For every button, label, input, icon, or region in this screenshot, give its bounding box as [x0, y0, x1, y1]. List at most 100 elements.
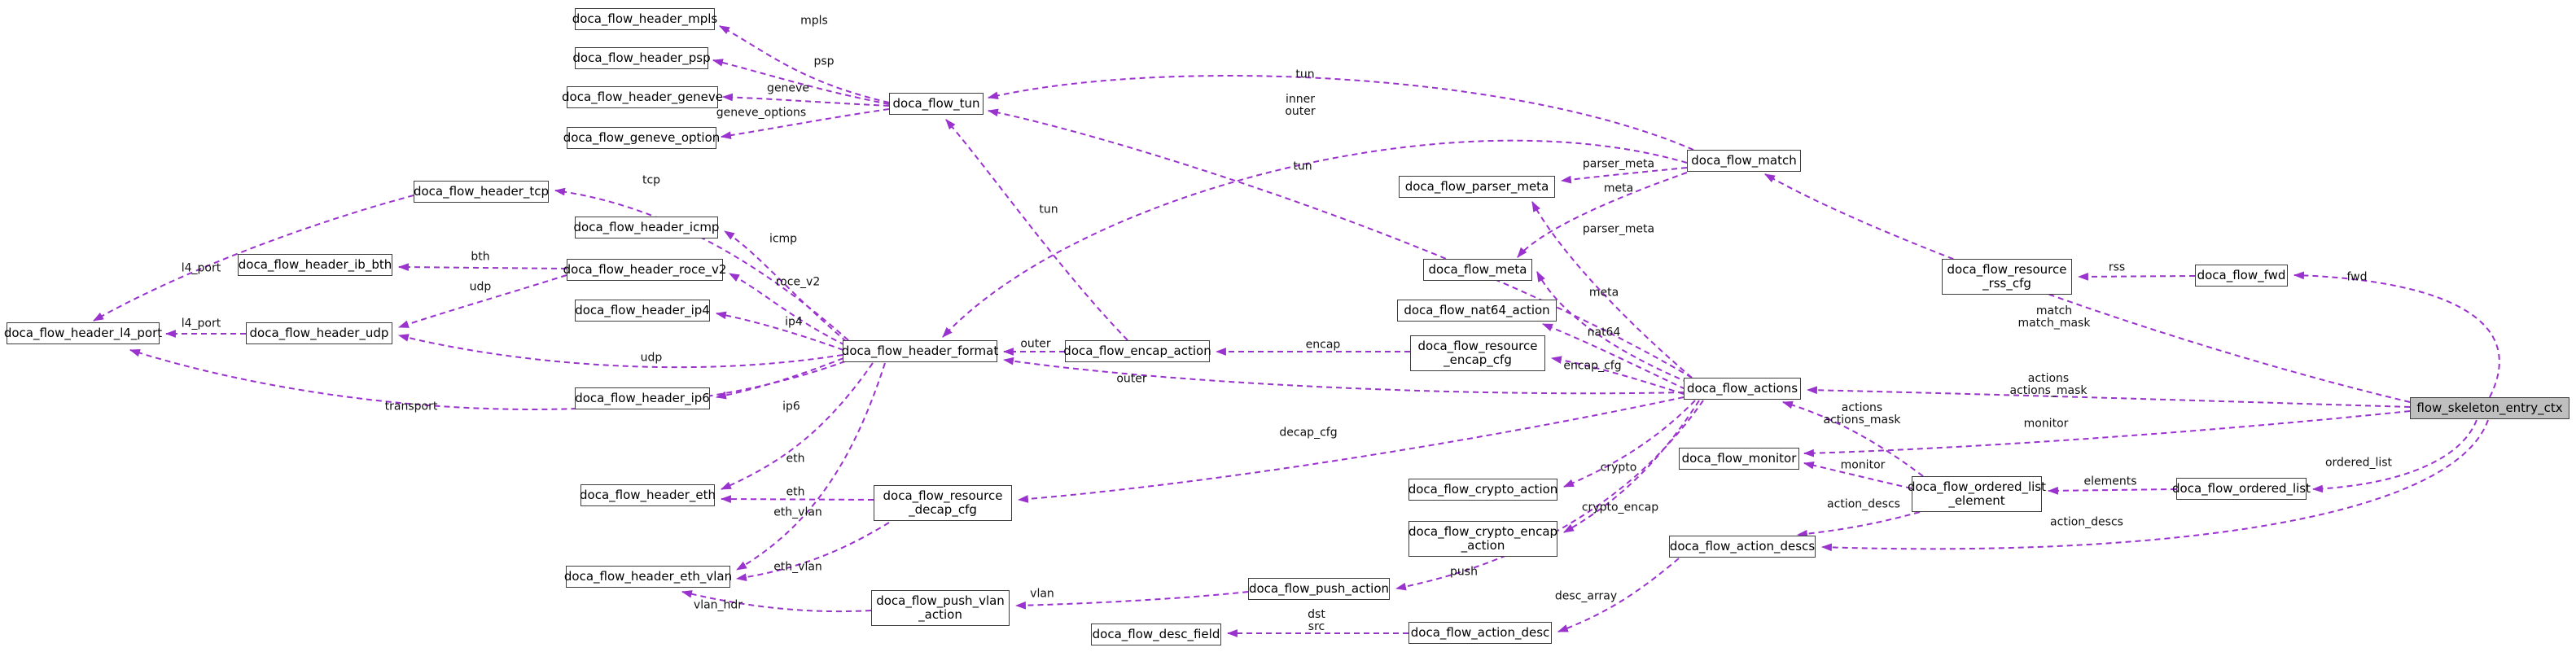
- edge-actions-to-nat64_action: [1541, 323, 1686, 390]
- edge-skeleton-to-match: [1764, 173, 2411, 403]
- edge-skeleton-to-fwd: [2293, 271, 2500, 398]
- edge-label-monitor: monitor: [1840, 458, 1886, 472]
- edge-label-eth: eth: [786, 452, 805, 466]
- edge-tun-to-header_psp: [712, 59, 890, 105]
- node-crypto_encap_action[interactable]: doca_flow_crypto_encap _action: [1408, 521, 1557, 557]
- edge-label-eth_vlan: eth_vlan: [773, 505, 822, 519]
- edge-label-parser_meta: parser_meta: [1582, 222, 1655, 236]
- edge-header_roce_v2-to-header_udp: [397, 274, 567, 328]
- node-resource_rss_cfg[interactable]: doca_flow_resource _rss_cfg: [1942, 259, 2072, 295]
- node-tun[interactable]: doca_flow_tun: [889, 93, 984, 115]
- edge-label-dst-src: dst src: [1308, 607, 1325, 633]
- node-ordered_list[interactable]: doca_flow_ordered_list: [2172, 478, 2311, 500]
- node-skeleton[interactable]: flow_skeleton_entry_ctx: [2410, 397, 2569, 419]
- edge-match-to-tun: [987, 75, 1694, 151]
- edge-label-mpls: mpls: [800, 14, 828, 28]
- node-resource_decap_cfg[interactable]: doca_flow_resource _decap_cfg: [874, 485, 1012, 521]
- edge-match-to-parser_meta: [1560, 167, 1688, 184]
- edge-label-inner-outer: inner outer: [1285, 92, 1316, 118]
- node-header_icmp[interactable]: doca_flow_header_icmp: [574, 217, 719, 238]
- edge-header_format-to-header_icmp: [724, 230, 848, 343]
- node-action_desc[interactable]: doca_flow_action_desc: [1408, 622, 1552, 644]
- node-header_psp[interactable]: doca_flow_header_psp: [572, 47, 711, 69]
- edge-fwd-to-resource_rss_cfg: [2077, 273, 2196, 281]
- edge-skeleton-to-action_descs: [1820, 419, 2489, 552]
- edge-label-meta: meta: [1603, 182, 1634, 195]
- edge-skeleton-to-actions: [1806, 386, 2411, 408]
- node-push_action[interactable]: doca_flow_push_action: [1248, 578, 1390, 600]
- edge-label-encap: encap: [1305, 338, 1341, 352]
- node-header_l4_port[interactable]: doca_flow_header_l4_port: [4, 322, 162, 344]
- node-action_descs[interactable]: doca_flow_action_descs: [1669, 536, 1816, 558]
- node-resource_encap_cfg[interactable]: doca_flow_resource _encap_cfg: [1410, 335, 1545, 371]
- edge-label-vlan_hdr: vlan_hdr: [693, 598, 743, 612]
- edge-label-outer: outer: [1020, 337, 1051, 351]
- edge-action_descs-to-action_desc: [1557, 558, 1680, 632]
- edge-label-roce_v2: roce_v2: [775, 275, 821, 289]
- node-header_geneve[interactable]: doca_flow_header_geneve: [562, 86, 723, 108]
- node-nat64_action[interactable]: doca_flow_nat64_action: [1397, 300, 1557, 322]
- node-ordered_list_element[interactable]: doca_flow_ordered_list _element: [1908, 476, 2046, 512]
- node-actions[interactable]: doca_flow_actions: [1684, 378, 1801, 400]
- edge-header_format-to-header_l4_port: [129, 348, 846, 410]
- edge-label-l4_port: l4_port: [181, 261, 221, 275]
- edge-header_format-to-header_eth_vlan: [736, 362, 886, 571]
- edge-label-monitor: monitor: [2023, 417, 2069, 431]
- edge-header_tcp-to-header_l4_port: [93, 195, 414, 322]
- edge-header_format-to-header_udp: [397, 334, 843, 369]
- node-header_eth[interactable]: doca_flow_header_eth: [580, 484, 716, 506]
- edge-header_format-to-header_eth: [721, 362, 874, 490]
- edge-resource_decap_cfg-to-header_eth_vlan: [735, 522, 890, 581]
- node-geneve_option[interactable]: doca_flow_geneve_option: [563, 127, 720, 149]
- node-encap_action[interactable]: doca_flow_encap_action: [1063, 340, 1211, 362]
- edge-tun-to-header_geneve: [721, 93, 890, 107]
- edge-label-icmp: icmp: [769, 232, 798, 246]
- edge-ordered_list-to-ordered_list_element: [2047, 486, 2177, 495]
- node-desc_field[interactable]: doca_flow_desc_field: [1091, 624, 1221, 645]
- node-header_eth_vlan[interactable]: doca_flow_header_eth_vlan: [564, 566, 732, 588]
- node-header_ib_bth[interactable]: doca_flow_header_ib_bth: [238, 254, 392, 276]
- edge-ordered_list_element-to-monitor: [1803, 461, 1912, 489]
- edge-label-udp: udp: [469, 280, 492, 294]
- edge-label-eth_vlan: eth_vlan: [773, 560, 822, 574]
- edge-label-meta: meta: [1588, 286, 1619, 300]
- node-fwd[interactable]: doca_flow_fwd: [2195, 265, 2288, 287]
- node-header_format[interactable]: doca_flow_header_format: [842, 340, 998, 362]
- edge-resource_decap_cfg-to-header_eth: [720, 495, 874, 503]
- node-parser_meta[interactable]: doca_flow_parser_meta: [1399, 176, 1555, 198]
- edge-actions-to-header_format: [1002, 357, 1684, 395]
- node-push_vlan_action[interactable]: doca_flow_push_vlan _action: [871, 590, 1010, 626]
- edge-actions-to-meta: [1536, 271, 1689, 383]
- edge-label-actions-actions_mask: actions actions_mask: [2009, 371, 2088, 397]
- node-match[interactable]: doca_flow_match: [1687, 150, 1801, 172]
- edge-label-geneve: geneve: [767, 81, 809, 95]
- edge-label-crypto_encap: crypto_encap: [1581, 501, 1659, 514]
- node-meta[interactable]: doca_flow_meta: [1423, 259, 1532, 281]
- node-header_roce_v2[interactable]: doca_flow_header_roce_v2: [563, 259, 726, 281]
- edge-actions-to-tun: [987, 108, 1693, 379]
- node-header_mpls[interactable]: doca_flow_header_mpls: [572, 8, 717, 30]
- edge-tun-to-header_mpls: [719, 25, 890, 103]
- edge-label-nat64: nat64: [1587, 326, 1621, 339]
- node-monitor[interactable]: doca_flow_monitor: [1679, 448, 1799, 470]
- node-header_ip6[interactable]: doca_flow_header_ip6: [575, 387, 710, 409]
- edge-label-match-match_mask: match match_mask: [2017, 304, 2091, 330]
- edge-match-to-header_format: [942, 139, 1688, 338]
- node-header_udp[interactable]: doca_flow_header_udp: [246, 322, 392, 344]
- edge-label-desc_array: desc_array: [1554, 589, 1618, 603]
- edge-ordered_list_element-to-actions: [1781, 400, 1924, 477]
- edge-label-rss: rss: [2108, 260, 2126, 274]
- node-crypto_action[interactable]: doca_flow_crypto_action: [1408, 479, 1557, 501]
- node-header_ip4[interactable]: doca_flow_header_ip4: [575, 300, 710, 322]
- edge-actions-to-crypto_encap_action: [1563, 400, 1700, 533]
- edge-label-ip4: ip4: [785, 315, 803, 329]
- edge-header_format-to-header_roce_v2: [729, 273, 846, 346]
- edge-label-crypto: crypto: [1600, 461, 1637, 475]
- edge-label-geneve_options: geneve_options: [716, 106, 807, 120]
- edge-label-ordered_list: ordered_list: [2324, 456, 2393, 470]
- node-header_tcp[interactable]: doca_flow_header_tcp: [414, 181, 549, 203]
- edge-label-outer: outer: [1116, 372, 1147, 386]
- edge-label-push: push: [1450, 565, 1478, 579]
